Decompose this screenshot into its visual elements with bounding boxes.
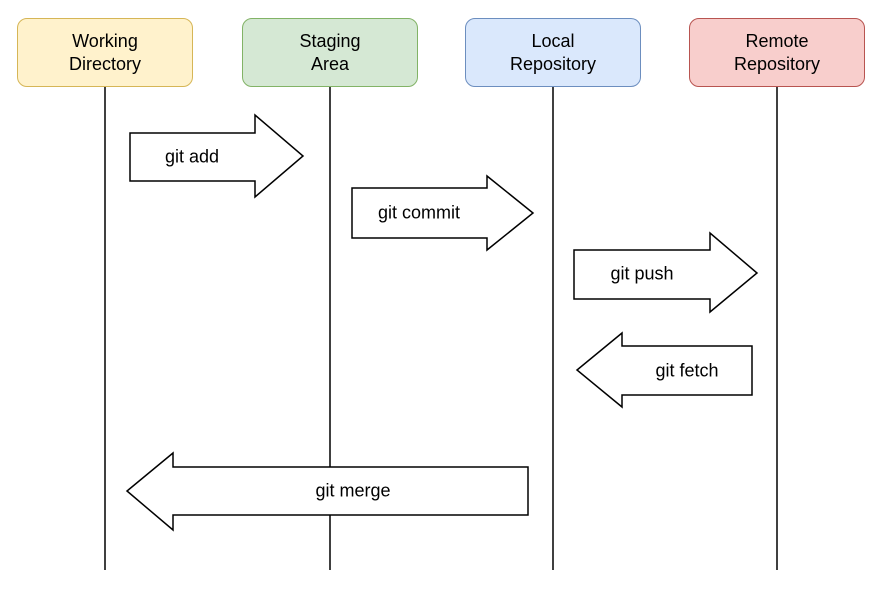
lane-header-local-repository: Local Repository (465, 18, 641, 87)
arrow-label-git-add: git add (164, 146, 220, 167)
arrow-git-merge-shape (125, 451, 529, 532)
arrow-git-fetch-shape (575, 331, 753, 409)
lane-label-staging-area: Staging Area (299, 30, 361, 74)
arrow-label-git-commit: git commit (377, 202, 461, 223)
lane-header-staging-area: Staging Area (242, 18, 418, 87)
lane-header-remote-repository: Remote Repository (689, 18, 865, 87)
arrow-git-commit-shape (351, 174, 535, 252)
arrow-label-git-merge: git merge (315, 480, 391, 501)
lane-header-working-directory: Working Directory (17, 18, 193, 87)
arrow-label-git-push: git push (610, 263, 674, 284)
lane-label-local-repository: Local Repository (509, 30, 597, 74)
arrow-git-add-shape (129, 113, 305, 199)
arrow-git-push-shape (573, 231, 759, 314)
lane-label-working-directory: Working Directory (68, 30, 141, 74)
arrow-label-git-fetch: git fetch (655, 360, 719, 381)
lane-label-remote-repository: Remote Repository (733, 30, 821, 74)
